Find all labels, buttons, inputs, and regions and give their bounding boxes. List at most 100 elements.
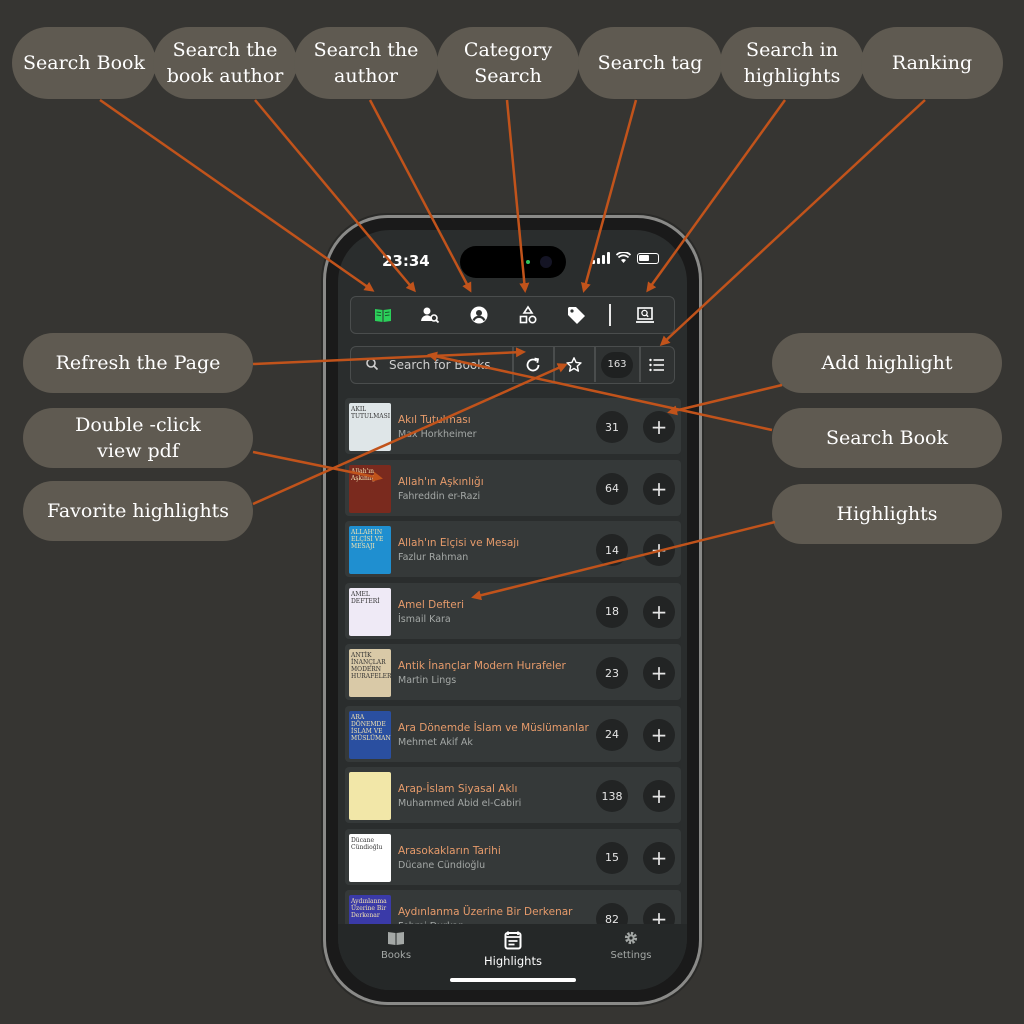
callout-search-author: Search the author bbox=[294, 27, 438, 99]
book-count: 163 bbox=[595, 347, 639, 382]
tab-books[interactable]: Books bbox=[351, 930, 441, 961]
tab-settings[interactable]: Settings bbox=[586, 930, 676, 961]
add-highlight-button[interactable]: + bbox=[643, 657, 675, 689]
book-author: Martin Lings bbox=[398, 675, 457, 686]
book-cover-text: ALLAH'IN ELÇİSİ VE MESAJI bbox=[351, 529, 384, 550]
highlight-count-badge: 14 bbox=[596, 534, 628, 566]
highlight-count-badge: 31 bbox=[596, 411, 628, 443]
search-mode-toolbar bbox=[350, 296, 675, 334]
book-cover-text: Dücane Cündioğlu bbox=[351, 836, 383, 851]
book-row[interactable]: ARA DÖNEMDE İSLAM VE MÜSLÜMANLAR Ara Döne… bbox=[345, 705, 681, 762]
callout-double-click-pdf: Double -click view pdf bbox=[23, 408, 253, 468]
book-cover-text: AKIL TUTULMASI bbox=[351, 406, 391, 420]
book-author-search-icon[interactable] bbox=[420, 305, 440, 325]
add-highlight-button[interactable]: + bbox=[643, 411, 675, 443]
callout-search-in-highlights: Search in highlights bbox=[720, 27, 864, 99]
highlight-search-icon[interactable] bbox=[635, 305, 655, 325]
highlight-count-badge: 138 bbox=[596, 780, 628, 812]
book-row[interactable]: ANTİK İNANÇLAR MODERN HURAFELER Antik İna… bbox=[345, 644, 681, 700]
tab-highlights[interactable]: Highlights bbox=[468, 930, 558, 968]
author-search-icon[interactable] bbox=[469, 305, 489, 325]
app-screen: 23:34 bbox=[338, 230, 687, 990]
book-cover[interactable]: Aydınlanma Üzerine Bir Derkenar bbox=[349, 895, 391, 928]
book-title: Ara Dönemde İslam ve Müslümanlar bbox=[398, 721, 589, 734]
callout-ranking: Ranking bbox=[861, 27, 1003, 99]
book-author: Mehmet Akif Ak bbox=[398, 736, 473, 748]
highlight-count-badge: 82 bbox=[596, 903, 628, 928]
book-search-icon[interactable] bbox=[373, 305, 393, 325]
toolbar-divider bbox=[609, 304, 611, 326]
add-highlight-button[interactable]: + bbox=[643, 780, 675, 812]
search-bar: 163 bbox=[350, 346, 675, 384]
callout-add-highlight: Add highlight bbox=[772, 333, 1002, 393]
book-cover-text: ARA DÖNEMDE İSLAM VE MÜSLÜMANLAR bbox=[351, 713, 391, 742]
book-title: Antik İnançlar Modern Hurafeler bbox=[398, 660, 566, 672]
book-cover[interactable]: Allah'ın Aşkınlığı bbox=[349, 464, 391, 513]
add-highlight-button[interactable]: + bbox=[643, 841, 675, 874]
book-author: Fazlur Rahman bbox=[398, 552, 469, 563]
book-author: Muhammed Abid el-Cabiri bbox=[398, 798, 522, 809]
highlight-count-badge: 15 bbox=[596, 841, 628, 874]
star-icon bbox=[566, 356, 582, 372]
book-cover[interactable]: ARA DÖNEMDE İSLAM VE MÜSLÜMANLAR bbox=[349, 710, 391, 759]
callout-category-search: Category Search bbox=[437, 27, 579, 99]
dynamic-island bbox=[460, 246, 566, 278]
book-author: Max Horkheimer bbox=[398, 429, 477, 440]
book-cover[interactable]: Dücane Cündioğlu bbox=[349, 833, 391, 882]
tab-settings-label: Settings bbox=[610, 950, 652, 961]
search-books-input[interactable] bbox=[351, 347, 511, 382]
highlight-count-badge: 18 bbox=[596, 595, 628, 628]
refresh-icon bbox=[526, 357, 540, 371]
book-title: Allah'ın Elçisi ve Mesajı bbox=[398, 537, 520, 549]
tag-search-icon[interactable] bbox=[566, 305, 586, 325]
callout-highlights: Highlights bbox=[772, 484, 1002, 544]
highlight-count-badge: 24 bbox=[596, 718, 628, 751]
book-row[interactable]: Aydınlanma Üzerine Bir Derkenar Aydınlanm… bbox=[345, 890, 681, 928]
bottom-tab-bar: Books Highlights Settings bbox=[338, 924, 687, 990]
book-cover[interactable]: AKIL TUTULMASI bbox=[349, 403, 391, 451]
book-cover-text: Allah'ın Aşkınlığı bbox=[351, 467, 378, 482]
wifi-icon bbox=[616, 252, 631, 263]
highlight-count-badge: 64 bbox=[596, 472, 628, 505]
add-highlight-button[interactable]: + bbox=[643, 534, 675, 566]
favorites-button[interactable] bbox=[554, 347, 594, 382]
book-title: Aydınlanma Üzerine Bir Derkenar bbox=[398, 906, 573, 918]
book-author: Fahreddin er-Razi bbox=[398, 490, 481, 502]
book-cover[interactable]: ANTİK İNANÇLAR MODERN HURAFELER bbox=[349, 649, 391, 697]
callout-favorite-highlights: Favorite highlights bbox=[23, 481, 253, 541]
refresh-button[interactable] bbox=[513, 347, 553, 382]
ranking-button[interactable] bbox=[640, 347, 674, 382]
book-cover-text: ANTİK İNANÇLAR MODERN HURAFELER bbox=[351, 652, 391, 680]
book-cover-text: Aydınlanma Üzerine Bir Derkenar bbox=[351, 898, 387, 919]
callout-search-book-top: Search Book bbox=[12, 27, 156, 99]
highlight-count-badge: 23 bbox=[596, 657, 628, 689]
book-cover[interactable]: ALLAH'IN ELÇİSİ VE MESAJI bbox=[349, 526, 391, 574]
book-title: Allah'ın Aşkınlığı bbox=[398, 475, 484, 488]
book-row[interactable]: ALLAH'IN ELÇİSİ VE MESAJI Allah'ın Elçisi… bbox=[345, 521, 681, 577]
book-title: Arasokakların Tarihi bbox=[398, 844, 501, 857]
tab-highlights-label: Highlights bbox=[484, 954, 542, 968]
add-highlight-button[interactable]: + bbox=[643, 903, 675, 928]
notes-icon bbox=[504, 931, 522, 950]
callout-refresh-page: Refresh the Page bbox=[23, 333, 253, 393]
book-cover[interactable] bbox=[349, 772, 391, 820]
gear-icon bbox=[624, 931, 638, 945]
category-search-icon[interactable] bbox=[518, 305, 538, 325]
add-highlight-button[interactable]: + bbox=[643, 718, 675, 751]
book-cover[interactable]: AMEL DEFTERİ bbox=[349, 587, 391, 636]
book-title: Akıl Tutulması bbox=[398, 414, 471, 426]
callout-search-book-author: Search the book author bbox=[153, 27, 297, 99]
add-highlight-button[interactable]: + bbox=[643, 595, 675, 628]
book-count-badge: 163 bbox=[601, 351, 633, 378]
book-author: İsmail Kara bbox=[398, 613, 451, 625]
book-cover-text: AMEL DEFTERİ bbox=[351, 590, 380, 605]
phone-frame: 23:34 bbox=[326, 218, 699, 1002]
callout-search-tag: Search tag bbox=[578, 27, 722, 99]
add-highlight-button[interactable]: + bbox=[643, 472, 675, 505]
